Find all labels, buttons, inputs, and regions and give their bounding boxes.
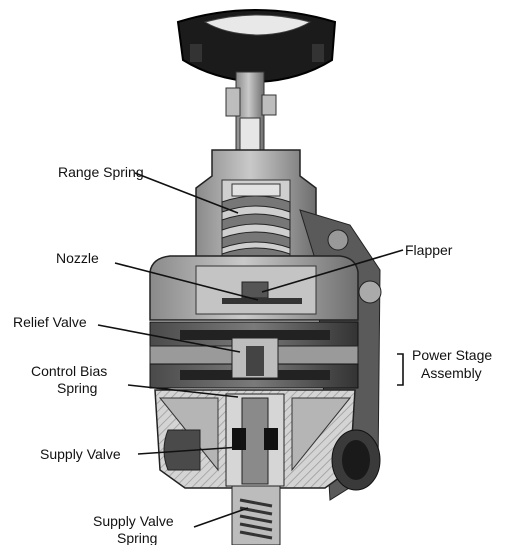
mounting-screw (358, 280, 382, 304)
label-control-bias-line1: Control Bias (31, 363, 107, 379)
power-stage-assembly (149, 321, 359, 389)
leader-relief-valve (97, 324, 241, 353)
supply-valve-spring (231, 485, 281, 545)
label-power-stage-line2: Assembly (421, 365, 482, 381)
label-supply-valve: Supply Valve (40, 446, 121, 462)
lower-body (154, 389, 381, 491)
main-body (149, 255, 359, 321)
label-relief-valve: Relief Valve (13, 314, 87, 330)
leader-range-spring (134, 172, 239, 214)
label-control-bias-line2: Spring (57, 380, 97, 396)
leader-nozzle (114, 262, 259, 301)
leader-supply-valve-spring (193, 507, 249, 528)
label-range-spring: Range Spring (58, 164, 144, 180)
label-nozzle: Nozzle (56, 250, 99, 266)
range-spring (221, 183, 291, 263)
side-fitting (327, 229, 349, 251)
label-supply-valve-spring-line1: Supply Valve (93, 513, 174, 529)
leader-supply-valve (137, 446, 241, 455)
adjusting-stem (225, 71, 277, 165)
leader-flapper (261, 249, 404, 293)
leader-lines (97, 172, 404, 528)
power-stage-bracket (397, 353, 404, 386)
label-power-stage-line1: Power Stage (412, 347, 492, 363)
leader-control-bias-spring (127, 384, 239, 398)
adjusting-knob (176, 9, 337, 84)
label-flapper: Flapper (405, 242, 453, 258)
label-supply-valve-spring-line2: Spring (117, 530, 157, 545)
